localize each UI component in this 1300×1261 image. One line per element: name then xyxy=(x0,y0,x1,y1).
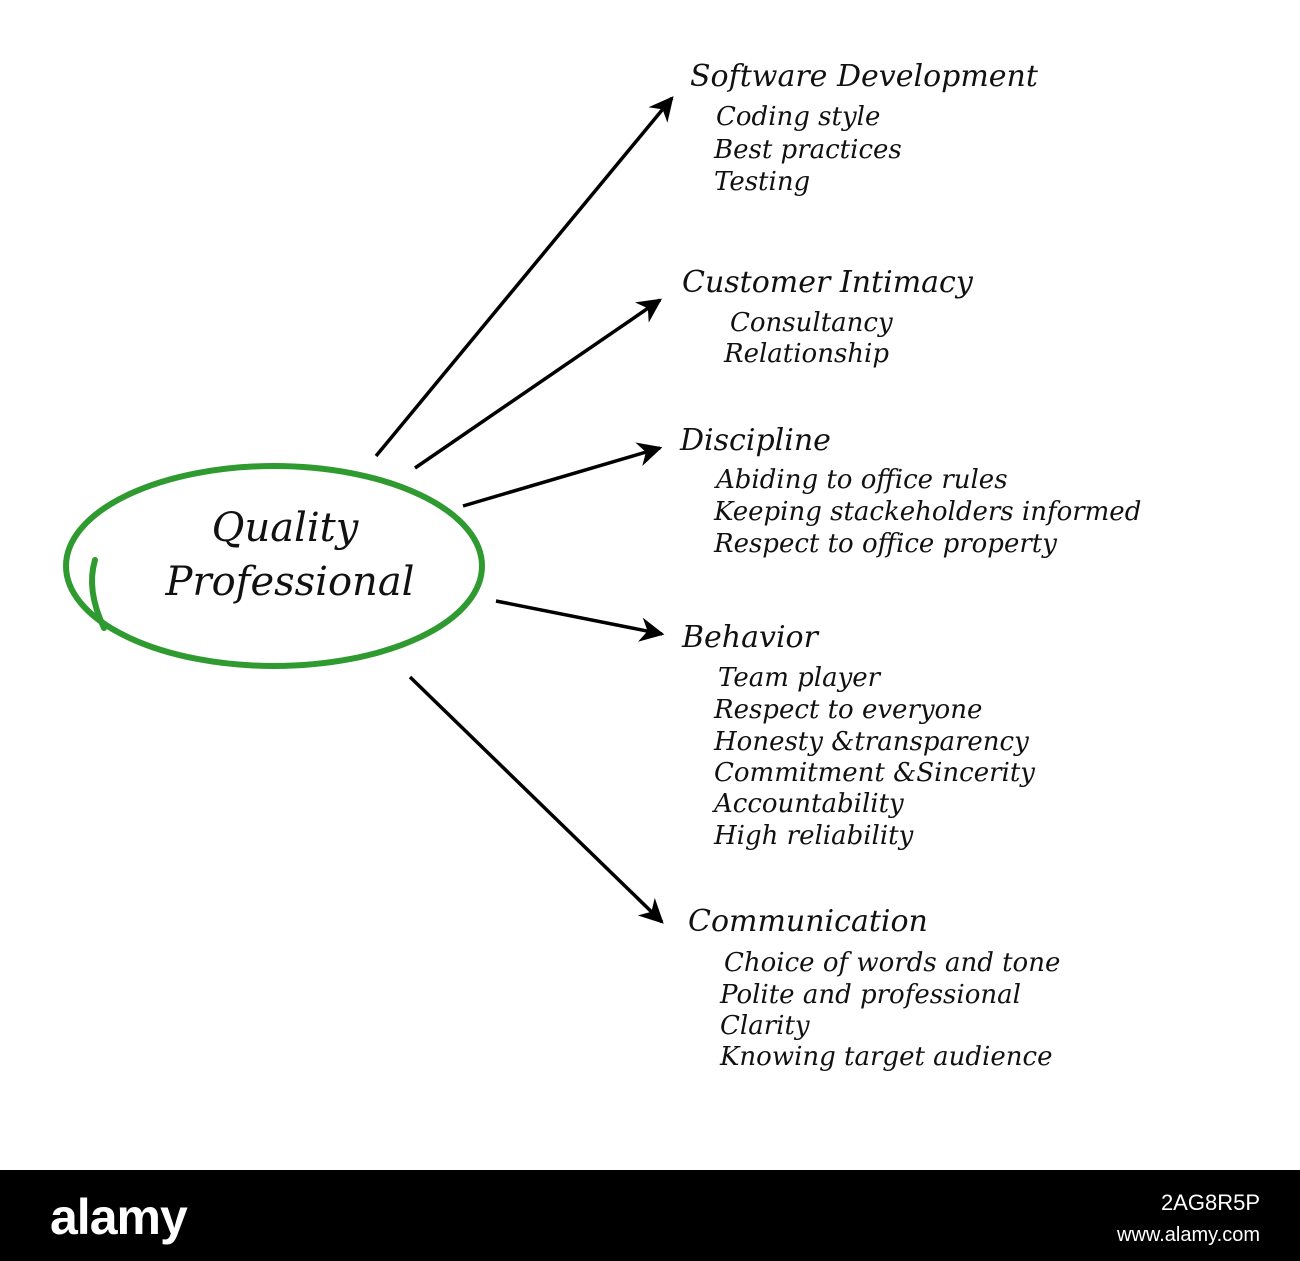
branch-heading-customer-intimacy: Customer Intimacy xyxy=(682,265,973,300)
center-title-line1: Quality xyxy=(211,505,359,551)
image-id: 2AG8R5P xyxy=(1160,1190,1260,1215)
branch-heading-discipline: Discipline xyxy=(680,423,831,458)
arrow-communication xyxy=(408,675,664,924)
center-ring xyxy=(63,463,485,669)
branch-item: Knowing target audience xyxy=(720,1042,1053,1072)
branch-item: Honesty &transparency xyxy=(714,727,1029,757)
branch-item: Abiding to office rules xyxy=(716,465,1008,495)
branch-item: Coding style xyxy=(716,102,881,132)
arrow-customer-intimacy xyxy=(414,298,663,470)
branch-heading-software-development: Software Development xyxy=(690,59,1038,94)
diagram-graphics xyxy=(63,96,674,924)
branch-heading-behavior: Behavior xyxy=(682,620,818,655)
branch-item: Polite and professional xyxy=(720,980,1021,1010)
branch-item: Consultancy xyxy=(730,308,893,338)
alamy-logo: alamy xyxy=(50,1189,188,1245)
branch-item: Respect to everyone xyxy=(714,695,983,725)
branch-item: Choice of words and tone xyxy=(724,948,1061,978)
branch-item: Best practices xyxy=(714,135,902,165)
branch-heading-communication: Communication xyxy=(688,904,928,939)
arrow-software-development xyxy=(374,96,674,458)
watermark-footer: alamy 2AG8R5P www.alamy.com xyxy=(0,1170,1300,1261)
branch-item: Accountability xyxy=(714,789,904,819)
branch-item: Keeping stackeholders informed xyxy=(714,497,1142,527)
branch-item: Relationship xyxy=(724,339,889,369)
branch-item: High reliability xyxy=(714,821,914,851)
site-url: www.alamy.com xyxy=(1117,1224,1260,1246)
branch-item: Respect to office property xyxy=(714,529,1057,559)
branch-item: Team player xyxy=(718,663,881,693)
center-title-line2: Professional xyxy=(165,559,415,605)
diagram-canvas: Quality Professional Software Developmen… xyxy=(63,59,1142,1072)
branch-item: Commitment &Sincerity xyxy=(714,758,1035,788)
arrow-discipline xyxy=(462,442,663,508)
branch-item: Testing xyxy=(714,167,811,197)
branch-item: Clarity xyxy=(720,1011,810,1041)
arrow-behavior xyxy=(495,599,665,642)
